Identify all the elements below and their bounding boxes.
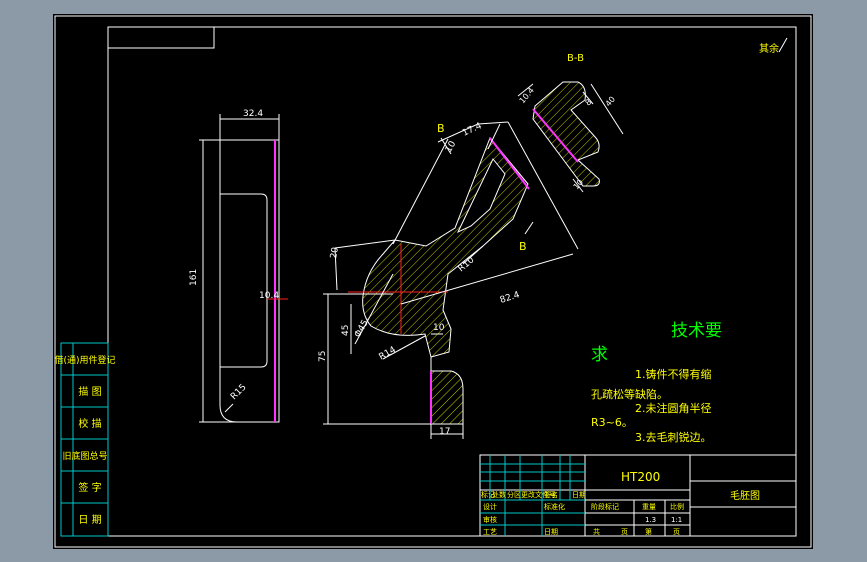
section-arrow-lower — [524, 221, 534, 235]
section-marker-b-lower: B — [519, 240, 527, 253]
tb-page: 页 — [621, 528, 628, 536]
left-block-row3: 校 描 — [78, 417, 101, 430]
tb-doc: 更改文件号 — [521, 490, 556, 499]
section-bb-body — [532, 81, 600, 187]
left-block-row4: 旧底图总号 — [62, 450, 107, 462]
tech-title: 技术要 — [671, 321, 722, 341]
section-bb-edge-magenta — [532, 108, 579, 163]
tb-craft: 工艺 — [483, 528, 497, 536]
tb-page2: 页 — [673, 528, 680, 536]
sheet-border — [54, 15, 812, 548]
section-bb-label: B-B — [567, 53, 584, 64]
dim-161: 161 — [189, 269, 199, 286]
left-block-row5: 签 字 — [78, 481, 101, 494]
tb-zone: 分区 — [507, 490, 521, 499]
tech-line3: 2.未注圆角半径 — [635, 401, 712, 415]
top-left-code-box — [108, 27, 215, 49]
section-marker-b-upper: B — [437, 122, 445, 135]
title-block-left-grid — [480, 455, 585, 536]
tb-scale: 比例 — [670, 502, 684, 511]
left-block-row2: 描 图 — [78, 385, 101, 398]
dim-17: 17 — [439, 427, 450, 437]
tb-sign: 签名 — [544, 490, 558, 499]
roughness-mark-slash — [778, 37, 788, 53]
drawing-frame — [107, 26, 797, 537]
tb-mark: 标记 — [481, 490, 495, 499]
dim-20: 20 — [329, 246, 341, 259]
tb-date: 日期 — [572, 491, 586, 499]
left-block-row6: 日 期 — [78, 514, 101, 526]
dim-82-4: 82.4 — [499, 290, 521, 306]
tech-line1: 1.铸件不得有缩 — [635, 367, 712, 381]
dim-17-4: 17.4 — [461, 121, 484, 139]
title-block — [479, 454, 797, 537]
tb-design: 设计 — [483, 502, 497, 511]
dim-10-4-b: 10.4 — [518, 86, 536, 105]
tb-std: 标准化 — [544, 502, 565, 511]
tb-check: 审核 — [483, 515, 497, 524]
tech-line5: 3.去毛刺锐边。 — [635, 430, 712, 444]
tb-count: 处数 — [492, 490, 506, 499]
left-record-block — [60, 342, 109, 537]
dim-10-b: 10 — [433, 323, 445, 333]
dim-r14: R14 — [378, 345, 399, 363]
dim-r15: R15 — [229, 383, 249, 403]
roughness-corner-mark: 其余 — [759, 42, 779, 55]
tb-no: 第 — [645, 527, 652, 536]
left-block-row1: 借(通)用件登记 — [54, 354, 115, 366]
arm-pocket — [456, 158, 506, 234]
front-view-body — [362, 137, 529, 425]
tech-line4: R3~6。 — [591, 416, 633, 429]
tb-material: HT200 — [621, 470, 660, 484]
tech-line2: 孔疏松等缺陷。 — [591, 387, 668, 401]
drawing-sheet: 借(通)用件登记 描 图 校 描 旧底图总号 签 字 日 期 其余 32.4 1… — [54, 15, 812, 548]
cad-drawing-canvas: 借(通)用件登记 描 图 校 描 旧底图总号 签 字 日 期 其余 32.4 1… — [53, 14, 813, 549]
dim-32-4: 32.4 — [243, 109, 263, 119]
dim-75: 75 — [318, 351, 328, 362]
dim-45: 45 — [341, 325, 351, 336]
tb-drawing-name: 毛胚图 — [730, 490, 760, 502]
side-view — [199, 114, 288, 423]
arm-edge-magenta — [489, 137, 530, 190]
tb-stage: 阶段标记 — [591, 502, 619, 511]
dim-8: 8 — [584, 97, 594, 107]
tb-total: 共 — [593, 527, 600, 536]
tb-weight: 重量 — [642, 503, 656, 511]
section-arrow-upper — [440, 137, 452, 155]
tech-title-cont: 求 — [591, 345, 608, 365]
front-view-dimensions — [323, 121, 579, 439]
tb-scale-val: 1:1 — [671, 516, 682, 524]
tb-weight-val: 1.3 — [645, 516, 656, 524]
dim-10-4: 10.4 — [259, 291, 279, 301]
section-bb-dimensions — [517, 83, 624, 193]
tb-date2: 日期 — [544, 528, 558, 536]
